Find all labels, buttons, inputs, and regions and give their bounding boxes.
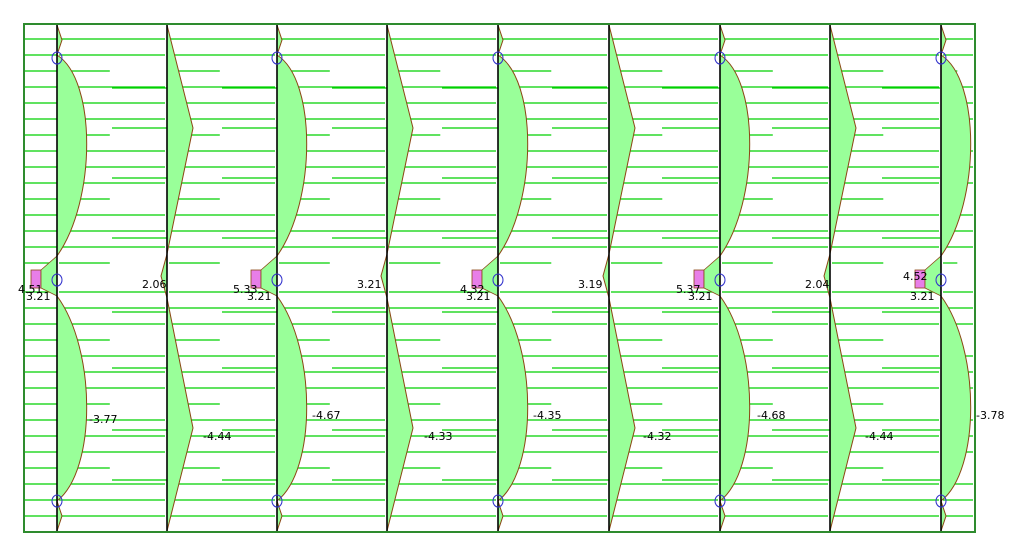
support-marker-icon (714, 51, 726, 65)
support-marker-icon (51, 51, 63, 65)
label-c6-mid: 3.19 (578, 278, 603, 291)
support-marker-icon (271, 273, 283, 287)
support-marker-icon (714, 494, 726, 508)
support-marker-icon (492, 494, 504, 508)
label-c5-top: 4.32 (460, 283, 485, 296)
label-c2-span: -4.44 (203, 430, 231, 443)
support-marker-icon (51, 273, 63, 287)
label-c2-mid: 2.06 (142, 278, 167, 291)
label-c5-bottom: 3.21 (466, 290, 491, 303)
label-c7-bottom: 3.21 (688, 290, 713, 303)
support-marker-icon (935, 273, 947, 287)
label-c5-span: -4.35 (533, 409, 561, 422)
support-marker-icon (935, 494, 947, 508)
label-c8-span: -4.44 (865, 430, 893, 443)
moment-diagram-c8 (823, 24, 857, 532)
moment-value-labels: 4.51 3.21 -3.77 2.06 -4.44 5.33 3.21 -4.… (18, 270, 1004, 443)
label-c4-span: -4.33 (424, 430, 452, 443)
label-c3-bottom: 3.21 (247, 290, 272, 303)
support-marker-icon (492, 51, 504, 65)
support-marker-icon (271, 494, 283, 508)
label-c6-span: -4.32 (643, 430, 671, 443)
label-c7-top: 5.37 (676, 283, 701, 296)
label-c1-top: 4.51 (18, 283, 43, 296)
support-marker-icon (935, 51, 947, 65)
moment-diagram-c2 (160, 24, 194, 532)
slab-hatch-lines (25, 38, 975, 517)
label-c7-span: -4.68 (757, 409, 785, 422)
moment-diagrams (30, 24, 972, 532)
label-c3-top: 5.33 (233, 283, 258, 296)
label-c9-top: 4.52 (903, 270, 928, 283)
label-c3-span: -4.67 (312, 409, 340, 422)
label-c9-span: -3.78 (976, 409, 1004, 422)
moment-diagram-c6 (602, 24, 636, 532)
label-c1-bottom: 3.21 (26, 290, 51, 303)
support-marker-icon (271, 51, 283, 65)
support-markers: ( )( )( )( )( )( )( )( )( )( )( )( )( )(… (51, 51, 947, 508)
column-lines (56, 25, 942, 531)
support-marker-icon (492, 273, 504, 287)
slab-border (23, 23, 976, 533)
moment-diagram-c4 (380, 24, 414, 532)
label-c4-mid: 3.21 (357, 278, 382, 291)
label-c1-span: -3.77 (89, 413, 117, 426)
label-c8-mid: 2.04 (805, 278, 830, 291)
support-marker-icon (51, 494, 63, 508)
label-c9-bottom: 3.21 (910, 290, 935, 303)
support-marker-icon (714, 273, 726, 287)
